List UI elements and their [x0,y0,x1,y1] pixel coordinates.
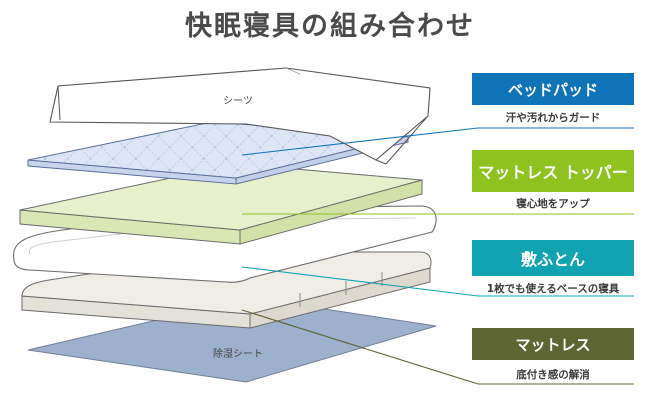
dehumidify-sheet-label: 除湿シート [213,347,263,360]
sheet-label: シーツ [223,96,253,107]
mattress-label-box: マットレス [472,328,634,360]
bed-pad-description: 汗や汚れからガード [505,112,601,124]
leader-lines [241,127,634,385]
mattress-topper-layer [19,163,423,245]
futon-leader [241,266,634,297]
mattress-leader [241,309,634,385]
mattress-description: 底付き感の解消 [516,369,590,381]
bed-pad-leader [241,127,634,156]
topper-description: 寝心地をアップ [516,198,590,210]
dehumidify-sheet-layer: 除湿シート [27,297,437,383]
mattress-layer [21,251,432,329]
futon-label-box: 敷ふとん [472,240,634,276]
futon-name: 敷ふとん [520,250,585,269]
sheet-layer: シーツ [49,67,431,165]
topper-label-box: マットレス トッパー [472,150,634,192]
mattress-name: マットレス [515,335,591,354]
bed-pad-name: ベッドパッド [507,80,598,99]
diagram-title: 快眠寝具の組み合わせ [185,11,475,42]
futon-description: 1枚でも使えるベースの寝具 [486,283,620,295]
bed-pad-label-box: ベッドパッド [472,73,634,105]
topper-name: マットレス トッパー [478,163,628,182]
